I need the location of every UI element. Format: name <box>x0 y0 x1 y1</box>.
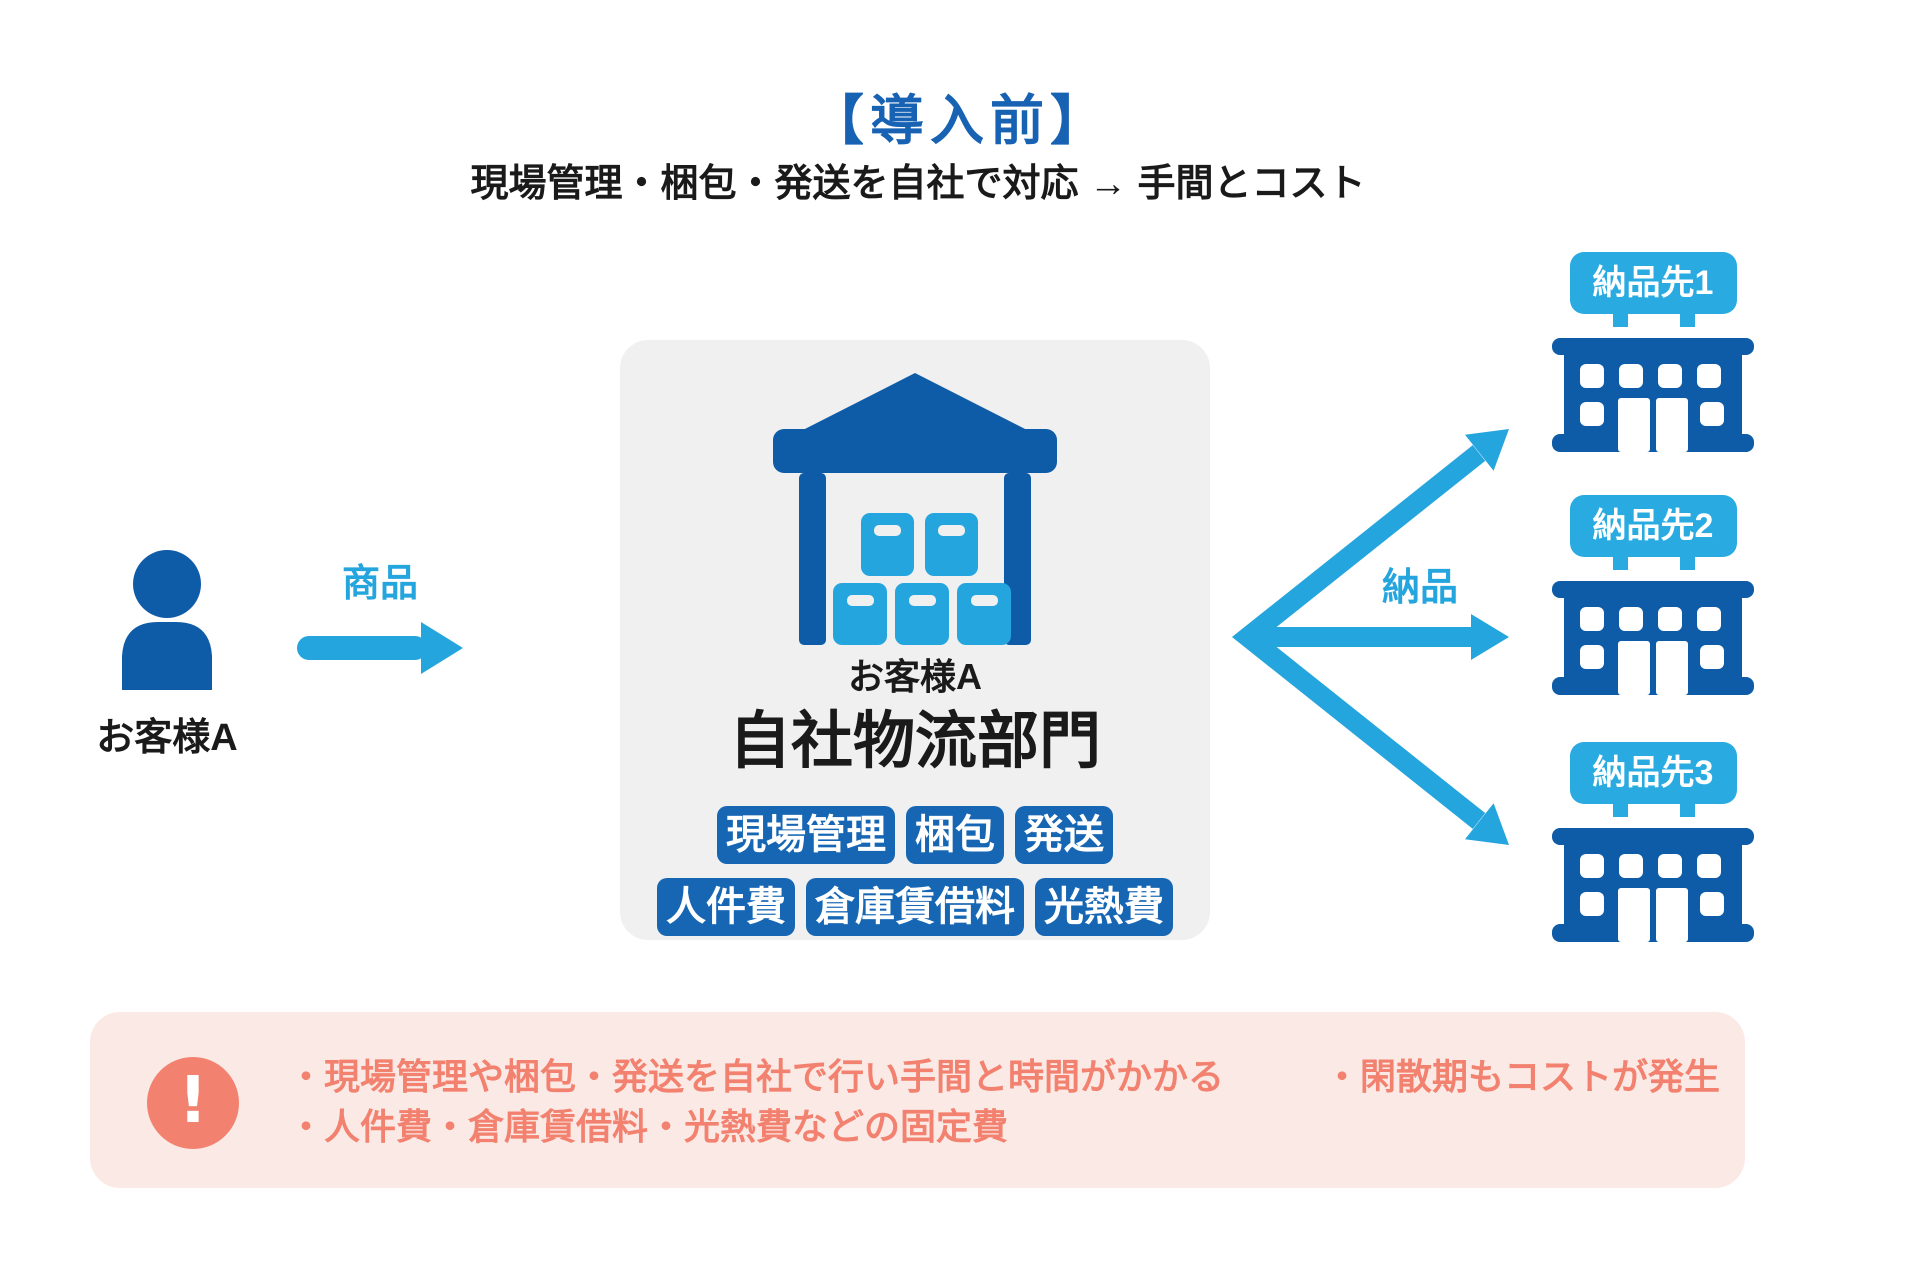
task-tag-row: 現場管理 梱包 発送 <box>620 806 1210 864</box>
warning-line-1: ・現場管理や梱包・発送を自社で行い手間と時間がかかる ・閑散期もコストが発生 <box>288 1052 1720 1102</box>
building-icon <box>1552 338 1754 452</box>
own-logistics-card: お客様A 自社物流部門 現場管理 梱包 発送 人件費 倉庫賃借料 光熱費 <box>620 340 1210 940</box>
destination-2-sign: 納品先2 <box>1569 495 1737 557</box>
tag-konetsuhi: 光熱費 <box>1035 878 1173 936</box>
tag-genba-kanri: 現場管理 <box>717 806 895 864</box>
page-subtitle: 現場管理・梱包・発送を自社で対応 → 手間とコスト <box>470 163 1366 205</box>
product-arrow-group: 商品 <box>297 552 463 677</box>
customer-label: お客様A <box>96 717 238 759</box>
warning-line-1-right: ・閑散期もコストが発生 <box>1324 1056 1721 1097</box>
destination-2: 納品先2 <box>1552 495 1754 695</box>
tag-konpo: 梱包 <box>906 806 1004 864</box>
destination-1-sign: 納品先1 <box>1569 252 1737 314</box>
tag-hassou: 発送 <box>1015 806 1113 864</box>
person-icon <box>87 550 247 690</box>
warehouse-icon <box>773 373 1057 650</box>
tag-jinkenhi: 人件費 <box>657 878 795 936</box>
sign-legs <box>1570 557 1737 570</box>
customer-group: お客様A <box>87 550 247 761</box>
cost-tag-row: 人件費 倉庫賃借料 光熱費 <box>620 878 1210 936</box>
tag-soko-chinshakuryo: 倉庫賃借料 <box>806 878 1024 936</box>
destination-3-sign: 納品先3 <box>1569 742 1737 804</box>
destination-3: 納品先3 <box>1552 742 1754 942</box>
warning-panel: ! ・現場管理や梱包・発送を自社で行い手間と時間がかかる ・閑散期もコストが発生 … <box>90 1012 1745 1188</box>
building-icon <box>1552 828 1754 942</box>
sign-legs <box>1570 314 1737 327</box>
delivery-fan-arrows-icon <box>1215 395 1535 890</box>
right-arrow-icon <box>297 619 463 677</box>
warning-line-2: ・人件費・倉庫賃借料・光熱費などの固定費 <box>288 1106 1009 1147</box>
warehouse-name-label: 自社物流部門 <box>728 707 1101 776</box>
page-title: 【導入前】 <box>810 91 1110 151</box>
sign-legs <box>1570 804 1737 817</box>
exclamation-icon: ! <box>147 1057 239 1149</box>
building-icon <box>1552 581 1754 695</box>
delivery-arrow-label: 納品 <box>1381 567 1458 609</box>
warning-text: ・現場管理や梱包・発送を自社で行い手間と時間がかかる ・閑散期もコストが発生 ・人… <box>288 1052 1720 1152</box>
warehouse-owner-label: お客様A <box>848 656 982 697</box>
product-arrow-label: 商品 <box>341 563 418 605</box>
destination-1: 納品先1 <box>1552 252 1754 452</box>
warning-line-1-left: ・現場管理や梱包・発送を自社で行い手間と時間がかかる <box>288 1056 1225 1097</box>
